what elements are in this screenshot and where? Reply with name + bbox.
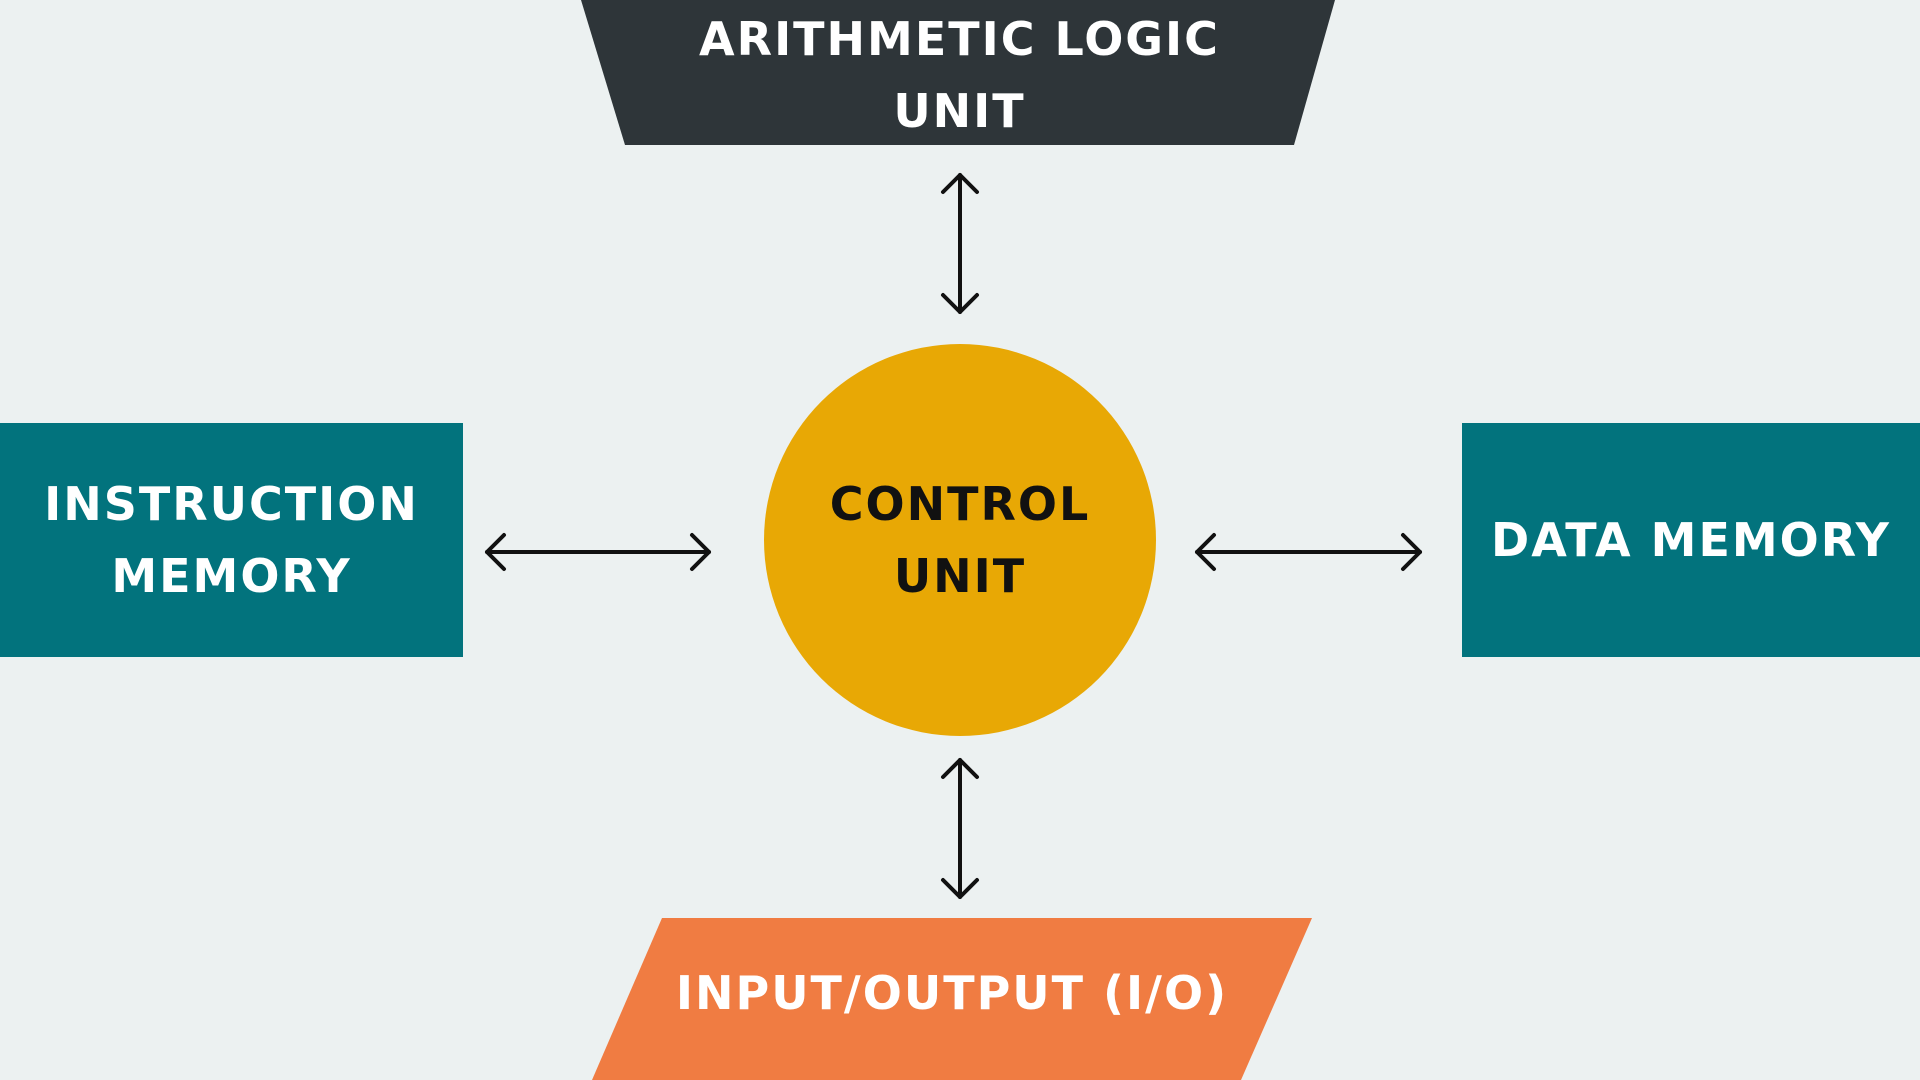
io-label-text: INPUT/OUTPUT (I/O) [675,966,1229,1020]
arrow-control-io [941,758,979,899]
instruction-memory-label: INSTRUCTION MEMORY [0,423,463,657]
arrow-control-alu [941,173,979,314]
control-unit-shape [764,344,1156,736]
io-shape [592,918,1312,1080]
alu-label: ARITHMETIC LOGIC UNIT [625,0,1294,150]
alu-shape [581,0,1335,145]
instruction-memory-shape [0,423,463,657]
arrow-instruction-control [485,533,711,571]
control-unit-label: CONTROL UNIT [764,423,1156,657]
control-unit-line2: UNIT [893,549,1027,603]
arrow-control-data [1195,533,1422,571]
control-unit-line1: CONTROL [829,477,1091,531]
instruction-memory-line1: INSTRUCTION [44,477,419,531]
data-memory-label: DATA MEMORY [1462,423,1920,657]
data-memory-shape [1462,423,1920,657]
data-memory-label-text: DATA MEMORY [1491,513,1891,567]
instruction-memory-line2: MEMORY [111,549,352,603]
alu-label-text: ARITHMETIC LOGIC UNIT [699,12,1220,138]
io-label: INPUT/OUTPUT (I/O) [627,918,1277,1068]
